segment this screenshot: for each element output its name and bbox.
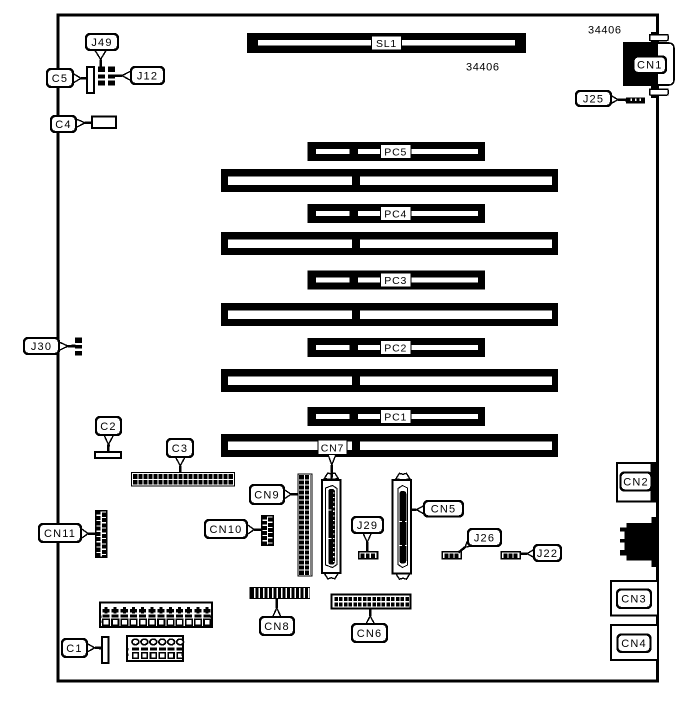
svg-text:PC3: PC3 xyxy=(384,275,407,287)
svg-text:C2: C2 xyxy=(100,421,116,433)
svg-text:J49: J49 xyxy=(91,37,112,49)
svg-text:C1: C1 xyxy=(66,643,82,655)
svg-text:C4: C4 xyxy=(55,119,71,131)
svg-text:J26: J26 xyxy=(474,532,495,544)
svg-text:34406: 34406 xyxy=(588,25,622,37)
svg-text:PC4: PC4 xyxy=(384,209,407,221)
svg-text:CN9: CN9 xyxy=(254,489,280,501)
svg-text:CN1: CN1 xyxy=(637,60,663,72)
svg-text:J30: J30 xyxy=(31,341,52,353)
svg-text:PC1: PC1 xyxy=(384,412,407,424)
svg-text:CN11: CN11 xyxy=(44,528,76,540)
svg-text:CN5: CN5 xyxy=(431,504,457,516)
svg-text:CN4: CN4 xyxy=(621,638,647,650)
svg-text:C5: C5 xyxy=(52,73,68,85)
svg-text:PC2: PC2 xyxy=(384,343,407,355)
svg-text:CN10: CN10 xyxy=(210,524,243,536)
svg-text:PC5: PC5 xyxy=(384,147,407,159)
svg-text:CN3: CN3 xyxy=(621,594,647,606)
svg-text:J29: J29 xyxy=(357,520,378,532)
svg-text:CN7: CN7 xyxy=(321,443,344,455)
svg-text:CN6: CN6 xyxy=(357,628,383,640)
svg-text:J12: J12 xyxy=(137,70,158,82)
svg-text:J22: J22 xyxy=(537,548,558,560)
svg-text:CN2: CN2 xyxy=(623,476,649,488)
svg-text:J25: J25 xyxy=(583,93,604,105)
svg-text:CN8: CN8 xyxy=(264,621,290,633)
svg-text:SL1: SL1 xyxy=(376,38,397,50)
svg-text:34406: 34406 xyxy=(466,62,500,74)
svg-text:C3: C3 xyxy=(172,443,188,455)
